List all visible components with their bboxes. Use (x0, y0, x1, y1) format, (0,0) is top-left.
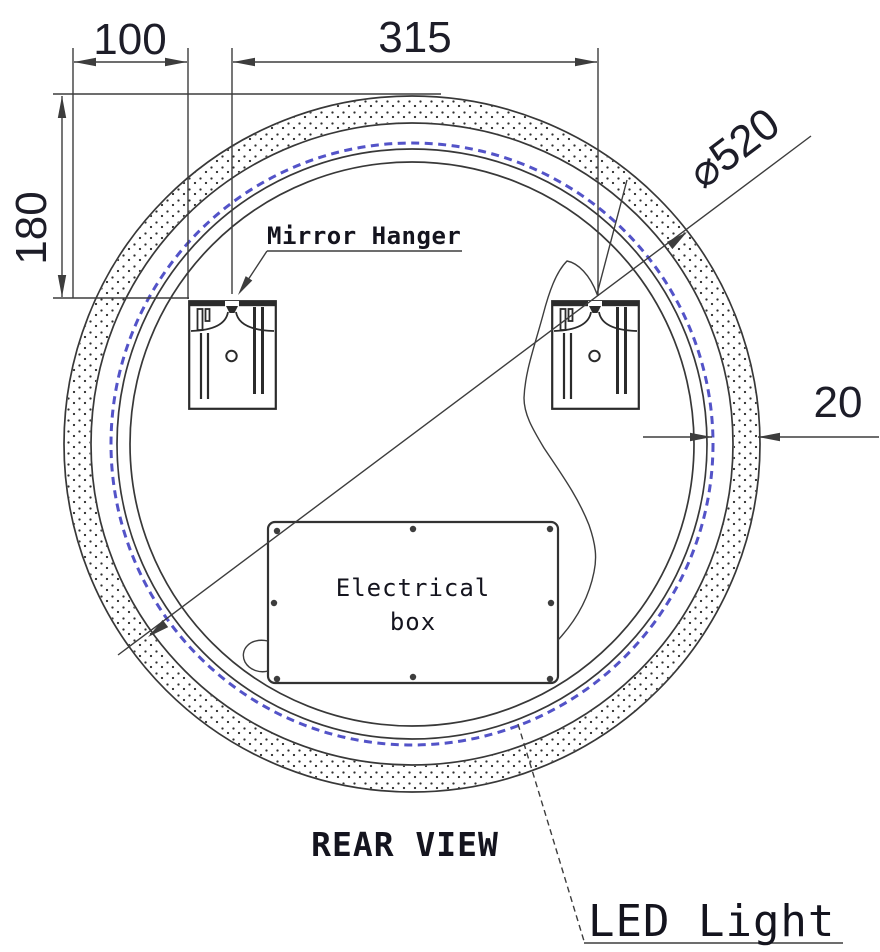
dim-label-diameter: ⌀520 (680, 99, 789, 198)
glass-edge-circle (116, 148, 708, 740)
dim-label-315: 315 (378, 13, 451, 62)
arrowhead (57, 275, 67, 297)
electrical-box-screw (273, 675, 281, 683)
diameter-line (117, 135, 812, 656)
dim-180: 180 (7, 93, 441, 299)
backplate-circle (129, 161, 695, 727)
electrical-box-screw (273, 527, 281, 535)
cable-loop (242, 639, 269, 673)
stipple-ring (65, 97, 759, 791)
led-strip-circle (109, 141, 715, 747)
arrowhead (690, 432, 712, 442)
mirror-hanger-right (551, 300, 640, 410)
electrical-box: Electrical box (266, 520, 560, 685)
mirror-body (63, 95, 761, 793)
electrical-box-screw (546, 675, 554, 683)
arrowhead (233, 57, 255, 67)
dim-315: 315 (231, 13, 599, 296)
arrowhead (666, 232, 687, 250)
frame-inner-circle (90, 122, 734, 766)
dim-label-180: 180 (7, 191, 56, 264)
electrical-box-screw (409, 673, 417, 681)
electrical-box-label-line1: Electrical (336, 574, 491, 602)
electrical-box-label-line2: box (390, 608, 436, 636)
led-leader-line (517, 723, 585, 942)
dim-100: 100 (72, 15, 189, 299)
electrical-box-screw (270, 599, 278, 607)
arrowhead (165, 57, 187, 67)
led-light-callout: LED Light (517, 723, 843, 947)
arrowhead (57, 96, 67, 118)
led-light-label: LED Light (588, 896, 835, 947)
mirror-hanger-left (188, 300, 277, 410)
dim-label-100: 100 (93, 15, 166, 64)
arrowhead (148, 619, 169, 637)
mirror-hanger-callout: Mirror Hanger (238, 222, 462, 295)
mirror-hanger-leader-arrow (238, 276, 253, 295)
arrowhead (758, 432, 780, 442)
electrical-box-screw (547, 599, 555, 607)
electrical-box-outline (266, 520, 560, 685)
mirror-hanger-label: Mirror Hanger (267, 222, 461, 250)
mirror-outer-circle (63, 95, 761, 793)
electrical-box-screw (546, 525, 554, 533)
arrowhead (74, 57, 96, 67)
power-cable (523, 179, 628, 641)
electrical-box-screw (409, 525, 417, 533)
arrowhead (575, 57, 597, 67)
dim-label-20: 20 (814, 378, 863, 427)
rear-view-title: REAR VIEW (311, 825, 499, 864)
dim-20: 20 (643, 378, 879, 442)
